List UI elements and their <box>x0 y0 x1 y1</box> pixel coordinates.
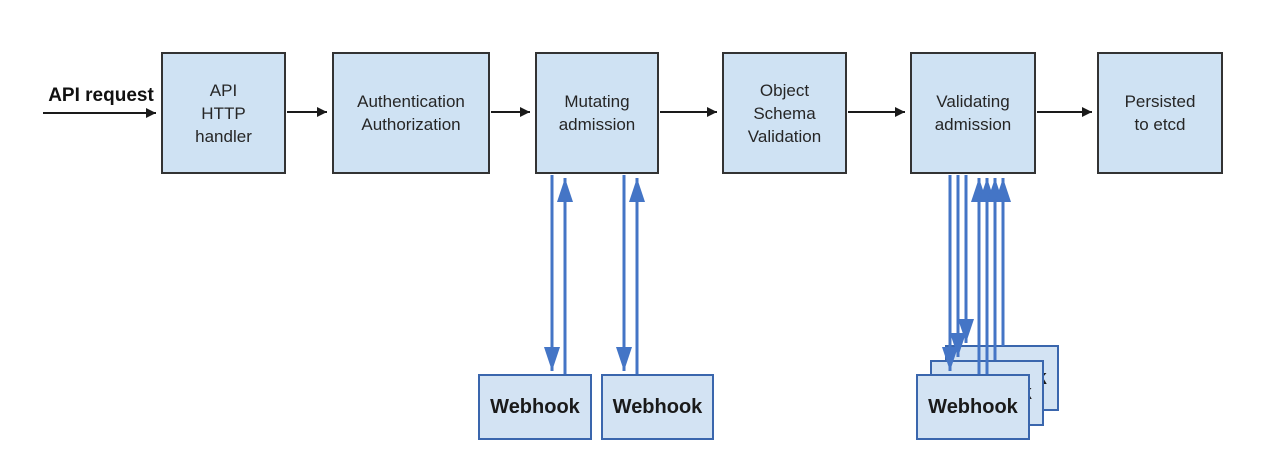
api-request-label: API request <box>48 85 154 106</box>
node-validating-admission: Validating admission <box>910 52 1036 174</box>
node-object-schema-validation: Object Schema Validation <box>722 52 847 174</box>
node-api-http-handler: API HTTP handler <box>161 52 286 174</box>
validating-webhook-box-front: Webhook <box>916 374 1030 440</box>
mutating-webhook-box-1: Webhook <box>478 374 592 440</box>
node-mutating-admission: Mutating admission <box>535 52 659 174</box>
node-authentication-authorization: Authentication Authorization <box>332 52 490 174</box>
mutating-webhook-box-2: Webhook <box>601 374 714 440</box>
node-persisted-to-etcd: Persisted to etcd <box>1097 52 1223 174</box>
